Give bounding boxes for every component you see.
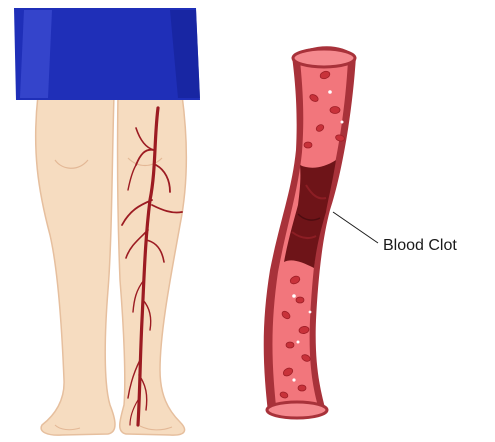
- skirt: [14, 8, 200, 100]
- blood-clot-label: Blood Clot: [383, 237, 457, 255]
- legs-illustration: [36, 95, 187, 435]
- left-leg: [36, 95, 115, 435]
- label-pointer-line: [333, 212, 378, 243]
- right-leg: [118, 95, 187, 435]
- blood-vessel: [264, 46, 356, 418]
